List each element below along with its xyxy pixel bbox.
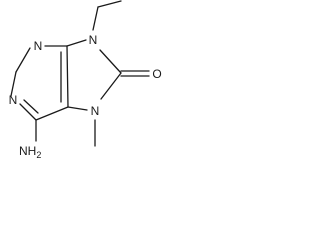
bond-c5-c4-outer bbox=[66, 45, 69, 108]
atom-label-oxygen: O bbox=[152, 67, 161, 81]
bond-ethyl bbox=[97, 0, 122, 8]
bond-n9-c8 bbox=[99, 49, 122, 74]
chemical-structure-diagram: N N N N O NH2 bbox=[9, 0, 162, 160]
bond-c2-n1 bbox=[10, 71, 17, 97]
atom-label-n1: N bbox=[9, 93, 18, 107]
atom-label-n7: N bbox=[91, 104, 100, 118]
amine-nh: NH bbox=[19, 144, 36, 158]
bond-c4-n9 bbox=[66, 39, 87, 47]
amine-subscript: 2 bbox=[36, 150, 41, 160]
atom-labels: N N N N O NH2 bbox=[9, 33, 162, 160]
atom-label-n9: N bbox=[89, 33, 98, 47]
bond-n9-ethyl bbox=[92, 6, 99, 31]
atom-label-n3: N bbox=[34, 39, 43, 53]
bond-n1-c6-inner bbox=[23, 99, 39, 114]
bond-c2-n3 bbox=[15, 47, 31, 73]
bond-n1-c6-outer bbox=[19, 103, 37, 121]
bond-c8-n7 bbox=[100, 72, 122, 100]
atom-label-amine: NH2 bbox=[19, 144, 41, 160]
bond-c6-c5 bbox=[35, 106, 69, 121]
bonds bbox=[10, 0, 150, 147]
bond-n7-c5 bbox=[67, 106, 88, 111]
